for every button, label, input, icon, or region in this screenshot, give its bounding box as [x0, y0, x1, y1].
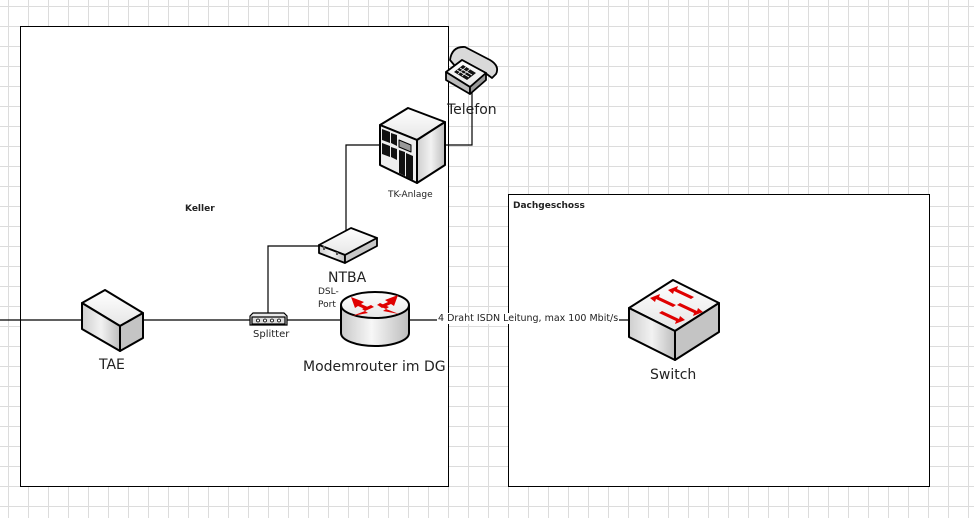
- room-dachgeschoss[interactable]: Dachgeschoss: [508, 194, 930, 487]
- connection-label: 4 Draht ISDN Leitung, max 100 Mbit/s: [437, 313, 620, 324]
- ntba-icon[interactable]: [318, 227, 378, 264]
- switch-label: Switch: [650, 367, 697, 383]
- tk-anlage-label: TK-Anlage: [388, 190, 433, 200]
- splitter-label: Splitter: [253, 329, 290, 340]
- room-label-dachgeschoss: Dachgeschoss: [513, 201, 585, 211]
- router-icon[interactable]: [340, 291, 410, 347]
- room-keller[interactable]: Keller: [20, 26, 449, 487]
- splitter-icon[interactable]: [249, 312, 288, 326]
- room-label-keller: Keller: [185, 204, 215, 214]
- ntba-label: NTBA: [328, 270, 367, 286]
- modemrouter-label: Modemrouter im DG: [303, 359, 446, 375]
- switch-icon[interactable]: [628, 279, 720, 361]
- dsl-port-label-line2: Port: [318, 300, 336, 310]
- tae-label: TAE: [99, 357, 125, 373]
- pbx-icon[interactable]: [379, 107, 446, 184]
- dsl-port-label-line1: DSL-: [318, 287, 339, 297]
- telephone-icon[interactable]: [445, 46, 499, 95]
- tae-box-icon[interactable]: [81, 289, 144, 352]
- telefon-label: Telefon: [447, 102, 497, 118]
